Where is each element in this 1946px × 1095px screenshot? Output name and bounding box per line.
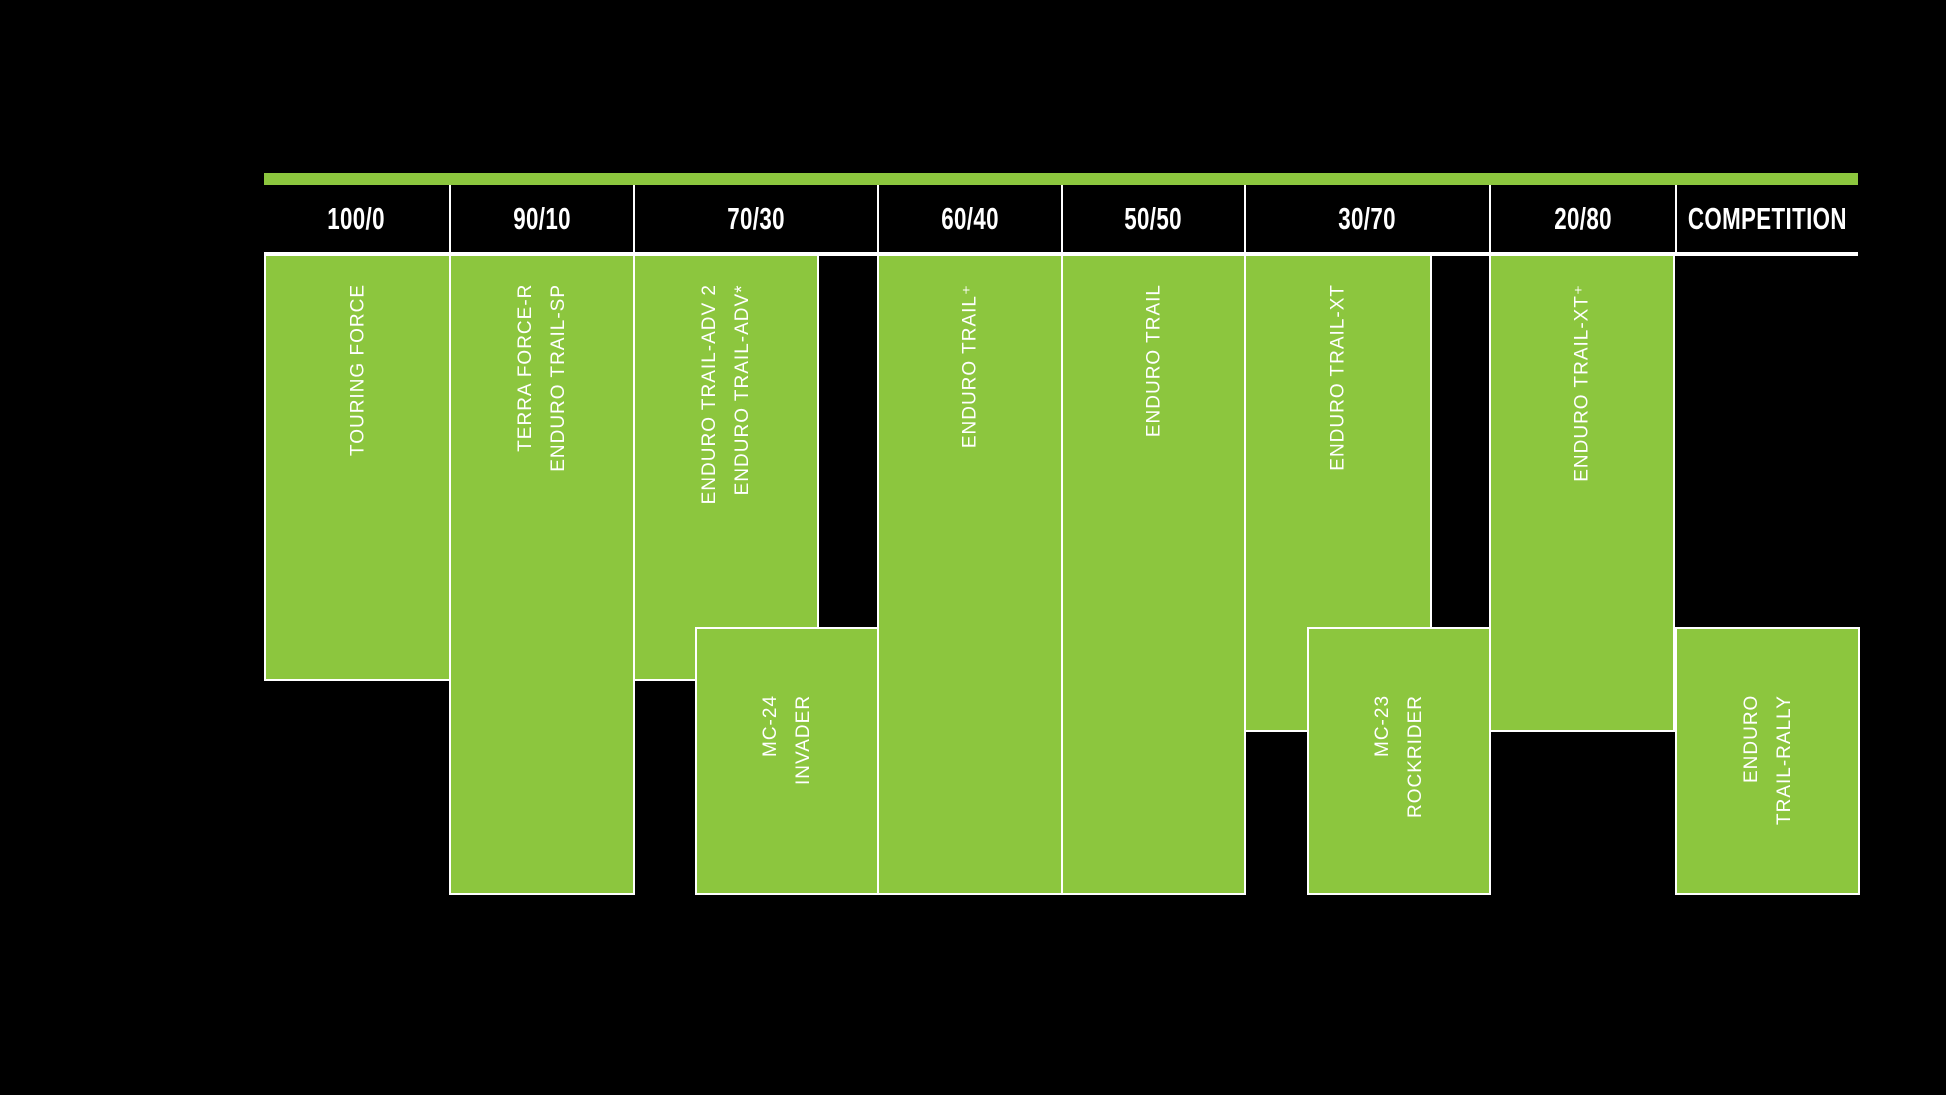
header-label: 70/30	[727, 200, 785, 236]
header-cell-60-40: 60/40	[877, 185, 1061, 252]
header-label: 60/40	[941, 200, 999, 236]
header-label: 30/70	[1338, 200, 1397, 236]
block-label: MC-23 ROCKRIDER	[1371, 695, 1426, 819]
block-label: MC-24 INVADER	[759, 695, 814, 786]
block-label: ENDURO TRAIL⁺	[959, 284, 981, 449]
header-cell-50-50: 50/50	[1061, 185, 1244, 252]
header-label: 90/10	[513, 200, 571, 236]
header-label: 50/50	[1124, 200, 1183, 236]
block-mc23-rockrider: MC-23 ROCKRIDER	[1307, 627, 1491, 895]
block-label: ENDURO TRAIL-XT⁺	[1571, 284, 1593, 482]
block-terra-force-r-enduro-trail-sp: TERRA FORCE-R ENDURO TRAIL-SP	[449, 254, 635, 895]
header-cell-competition: COMPETITION	[1675, 185, 1858, 252]
ratio-scale-bar	[264, 173, 1858, 185]
block-label: ENDURO TRAIL-RALLY	[1740, 695, 1795, 825]
block-enduro-trail: ENDURO TRAIL	[1061, 254, 1246, 895]
header-cell-20-80: 20/80	[1489, 185, 1675, 252]
block-label: TERRA FORCE-R ENDURO TRAIL-SP	[514, 284, 569, 472]
block-label: ENDURO TRAIL-XT	[1327, 284, 1349, 471]
block-label: ENDURO TRAIL	[1142, 284, 1164, 438]
block-enduro-trail-rally: ENDURO TRAIL-RALLY	[1675, 627, 1860, 895]
block-touring-force: TOURING FORCE	[264, 254, 451, 681]
header-cell-90-10: 90/10	[449, 185, 633, 252]
block-enduro-trail-adv: ENDURO TRAIL-ADV 2 ENDURO TRAIL-ADV*	[633, 254, 819, 681]
header-label: COMPETITION	[1688, 200, 1847, 236]
header-label: 100/0	[327, 200, 386, 236]
block-mc24-invader: MC-24 INVADER	[695, 627, 879, 895]
header-cell-30-70: 30/70	[1244, 185, 1489, 252]
header-cell-100-0: 100/0	[264, 185, 449, 252]
block-enduro-trail-xt-plus: ENDURO TRAIL-XT⁺	[1489, 254, 1675, 732]
block-label: ENDURO TRAIL-ADV 2 ENDURO TRAIL-ADV*	[698, 284, 753, 505]
block-label: TOURING FORCE	[346, 284, 368, 457]
block-enduro-trail-plus: ENDURO TRAIL⁺	[877, 254, 1063, 895]
header-cell-70-30: 70/30	[633, 185, 877, 252]
header-label: 20/80	[1554, 200, 1612, 236]
